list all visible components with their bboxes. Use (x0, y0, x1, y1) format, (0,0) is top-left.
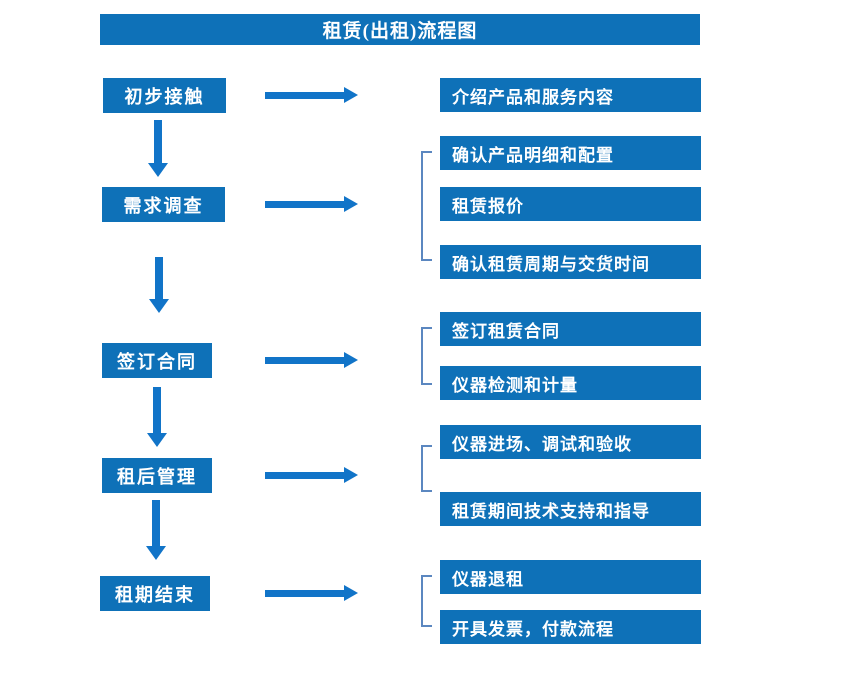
detail-box-invoice-payment: 开具发票，付款流程 (440, 610, 701, 644)
bracket-demand-survey-group (421, 151, 432, 261)
detail-box-instrument-inspection: 仪器检测和计量 (440, 366, 701, 400)
down-arrow-4 (146, 500, 166, 560)
down-arrow-shaft (153, 387, 161, 433)
right-arrow-3 (265, 352, 358, 368)
down-arrow-2 (149, 257, 169, 313)
step-box-sign-contract: 签订合同 (102, 343, 212, 378)
right-arrow-4 (265, 467, 358, 483)
detail-box-introduce-products: 介绍产品和服务内容 (440, 78, 701, 112)
right-arrow-head-icon (344, 87, 358, 103)
flowchart-title-bar: 租赁(出租)流程图 (100, 14, 700, 45)
detail-box-instrument-return: 仪器退租 (440, 560, 701, 594)
detail-box-instrument-setup-acceptance: 仪器进场、调试和验收 (440, 425, 701, 459)
detail-box-confirm-period-delivery: 确认租赁周期与交货时间 (440, 245, 701, 279)
right-arrow-1 (265, 87, 358, 103)
detail-box-tech-support: 租赁期间技术支持和指导 (440, 492, 701, 526)
step-box-rental-end: 租期结束 (100, 576, 210, 611)
right-arrow-shaft (265, 91, 344, 99)
right-arrow-head-icon (344, 352, 358, 368)
step-box-post-rental-management: 租后管理 (102, 458, 212, 493)
down-arrow-shaft (154, 120, 162, 163)
bracket-rental-end-group (421, 575, 432, 627)
detail-box-rental-quote: 租赁报价 (440, 187, 701, 221)
right-arrow-shaft (265, 356, 344, 364)
down-arrow-head-icon (147, 433, 167, 447)
right-arrow-shaft (265, 471, 344, 479)
flowchart-title: 租赁(出租)流程图 (322, 21, 478, 42)
right-arrow-head-icon (344, 196, 358, 212)
right-arrow-2 (265, 196, 358, 212)
bracket-sign-contract-group (421, 327, 432, 385)
down-arrow-head-icon (146, 546, 166, 560)
step-box-demand-survey: 需求调查 (102, 187, 225, 222)
right-arrow-shaft (265, 200, 344, 208)
down-arrow-shaft (155, 257, 163, 299)
right-arrow-head-icon (344, 585, 358, 601)
detail-box-confirm-product-config: 确认产品明细和配置 (440, 136, 701, 170)
step-box-initial-contact: 初步接触 (103, 78, 226, 113)
right-arrow-5 (265, 585, 358, 601)
down-arrow-head-icon (149, 299, 169, 313)
right-arrow-shaft (265, 589, 344, 597)
right-arrow-head-icon (344, 467, 358, 483)
detail-box-sign-rental-contract: 签订租赁合同 (440, 312, 701, 346)
down-arrow-head-icon (148, 163, 168, 177)
down-arrow-3 (147, 387, 167, 447)
down-arrow-1 (148, 120, 168, 177)
down-arrow-shaft (152, 500, 160, 546)
bracket-post-rental-group (421, 445, 432, 492)
